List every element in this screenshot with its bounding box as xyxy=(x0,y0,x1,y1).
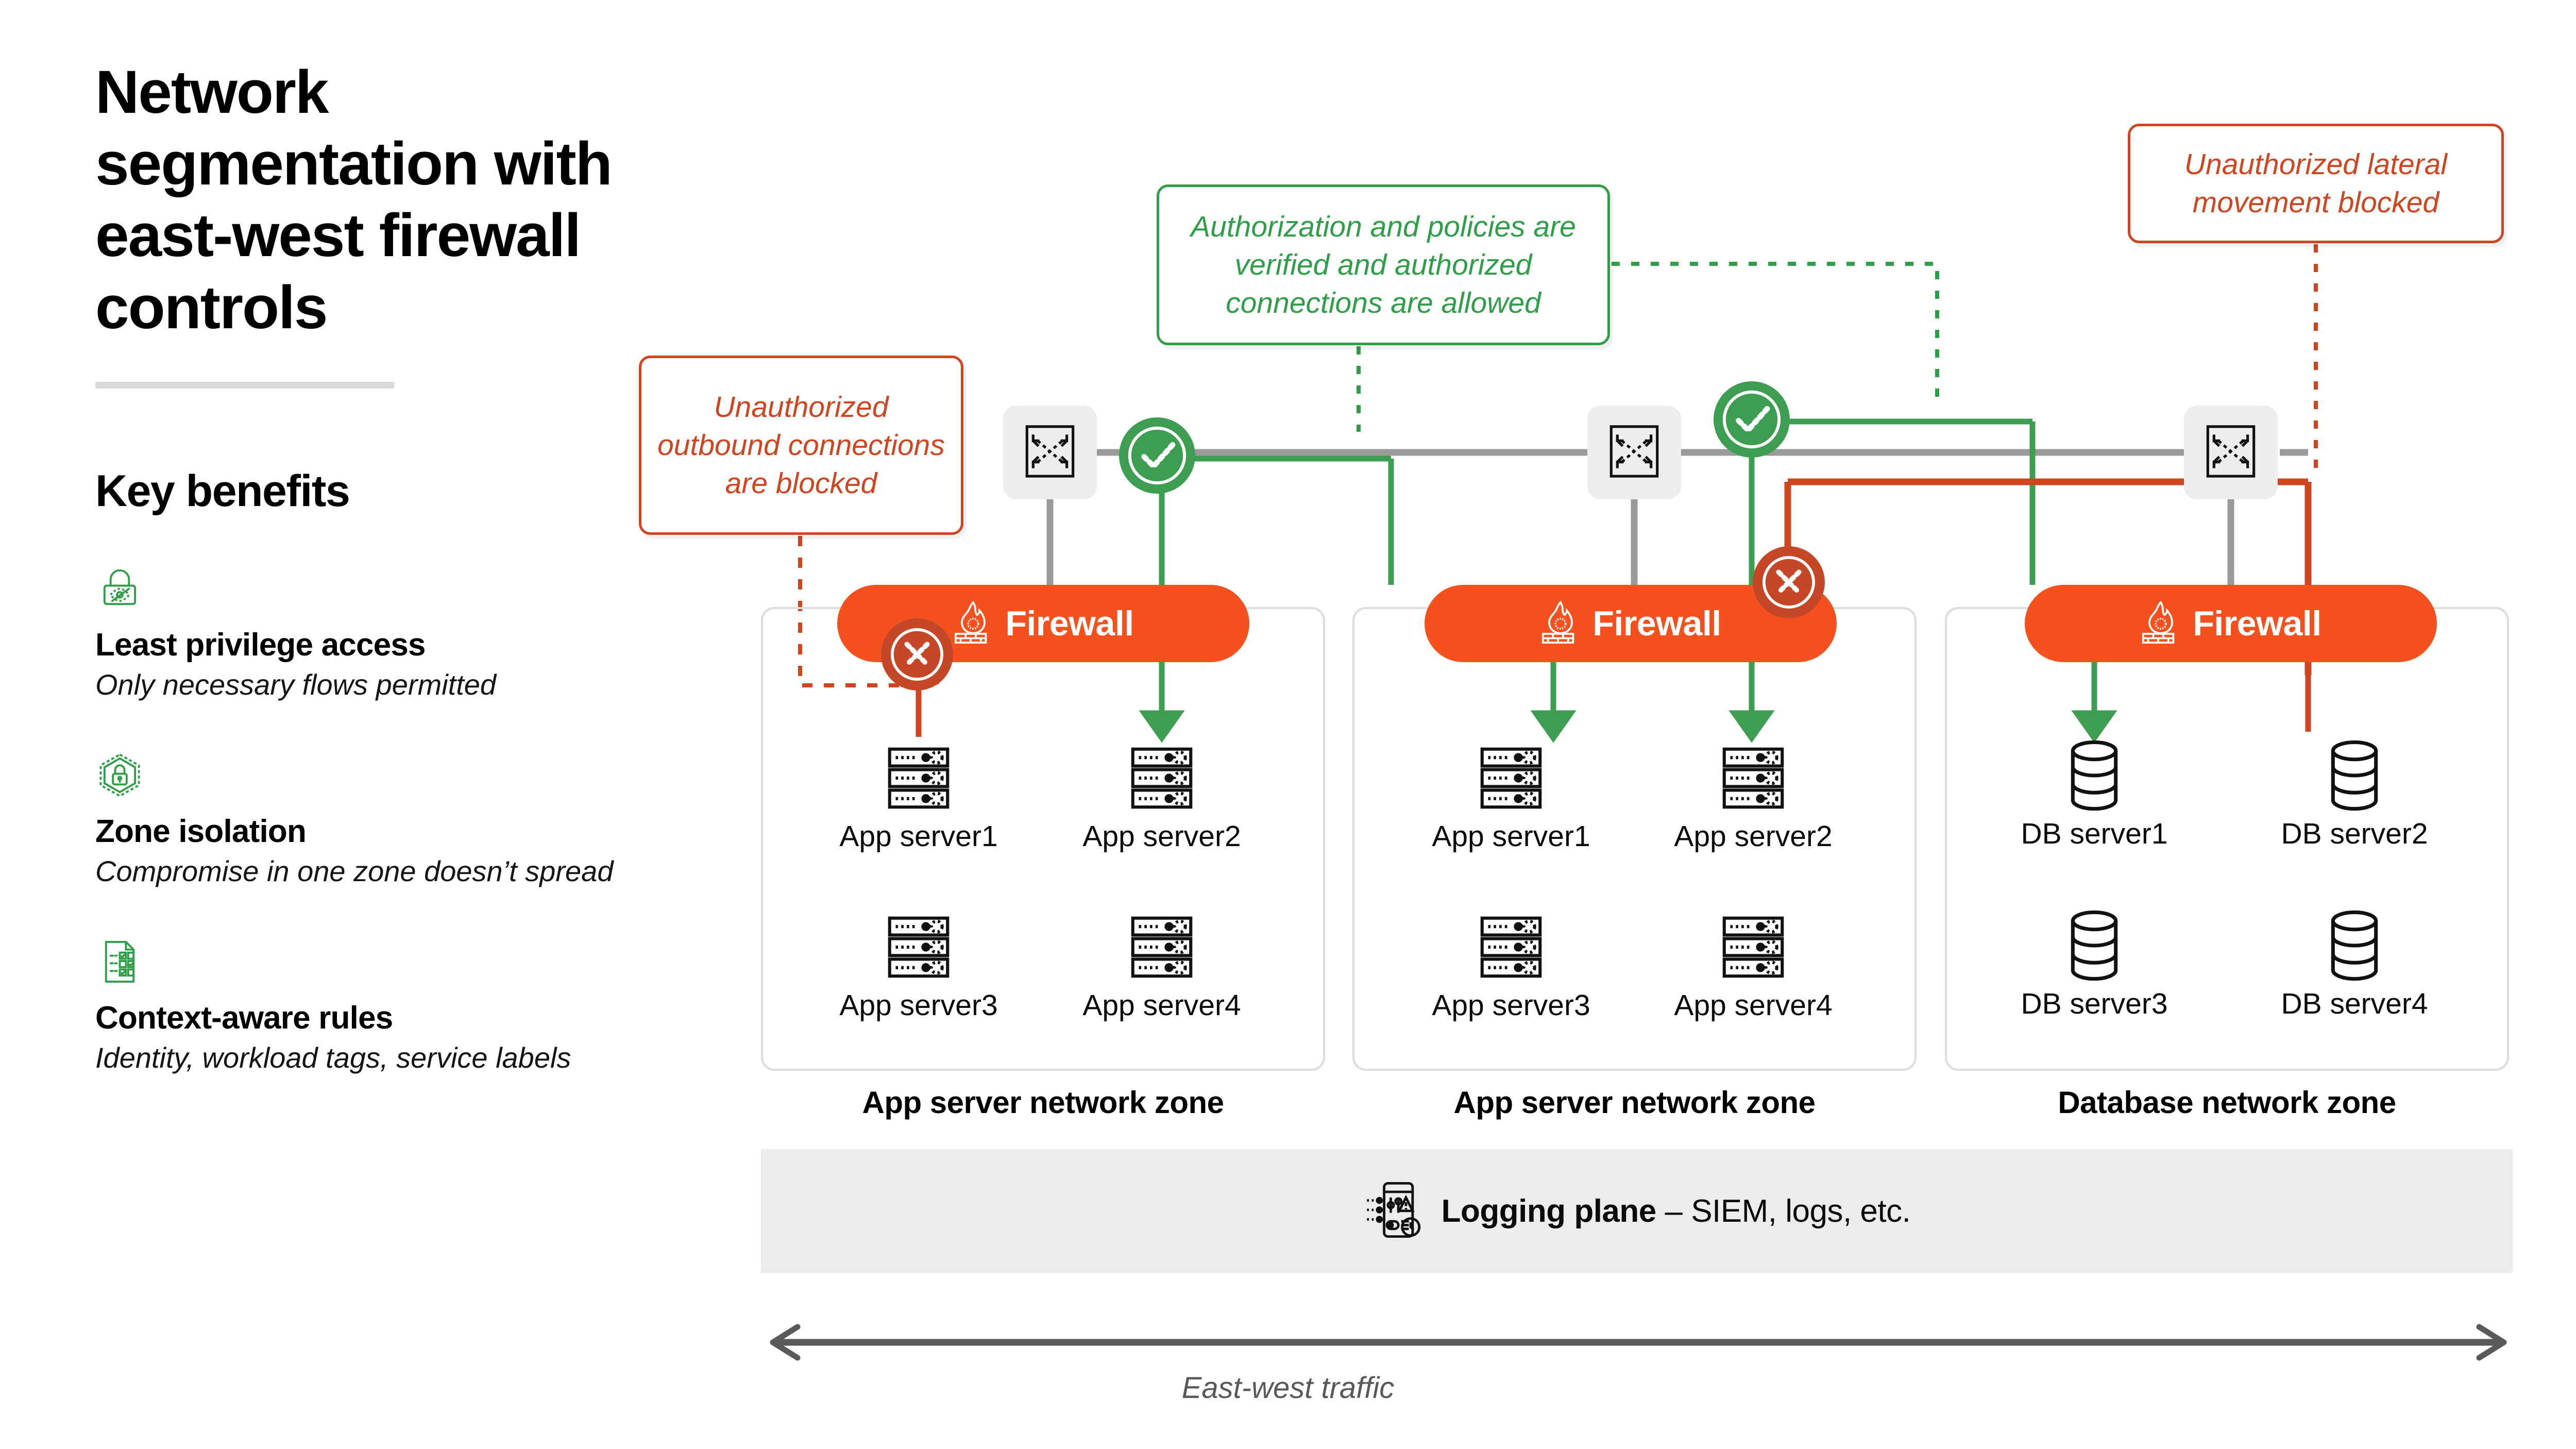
node-label: App server4 xyxy=(1674,989,1833,1022)
firewall-label: Firewall xyxy=(1005,604,1134,643)
status-badge-blocked-2 xyxy=(1753,546,1825,618)
benefit-description: Identity, workload tags, service labels xyxy=(95,1041,571,1074)
callout-authorization-allowed: Authorization and policies are verified … xyxy=(1157,184,1610,345)
benefit-title: Context-aware rules xyxy=(95,1000,393,1036)
callout-lateral-movement-blocked: Unauthorized lateral movement blocked xyxy=(2128,124,2504,243)
node-app-server4-zone1[interactable]: App server4 xyxy=(1077,908,1247,1022)
logging-plane-title: Logging plane xyxy=(1441,1193,1657,1229)
node-label: App server1 xyxy=(1432,820,1590,853)
node-label: App server1 xyxy=(839,820,998,853)
node-db-server3[interactable]: DB server3 xyxy=(2009,907,2179,1021)
firewall-pill-3[interactable]: Firewall xyxy=(2025,585,2437,662)
benefits-heading: Key benefits xyxy=(95,466,350,516)
network-switch-icon xyxy=(1022,423,1078,482)
server-stack-icon xyxy=(834,908,1004,988)
firewall-label: Firewall xyxy=(2193,604,2321,643)
server-stack-icon xyxy=(1426,908,1596,988)
checklist-document-icon xyxy=(95,937,144,986)
network-switch-icon xyxy=(2202,423,2259,482)
database-cylinder-icon xyxy=(2269,907,2439,987)
node-label: App server4 xyxy=(1082,989,1241,1022)
node-label: App server2 xyxy=(1082,820,1241,853)
hexagon-lock-icon xyxy=(95,751,144,800)
database-cylinder-icon xyxy=(2009,737,2179,817)
zone-label-app-1: App server network zone xyxy=(862,1085,1224,1120)
firewall-flame-icon xyxy=(953,600,994,648)
node-app-server1-zone1[interactable]: App server1 xyxy=(834,739,1004,853)
server-stack-icon xyxy=(1077,908,1247,988)
benefit-title: Least privilege access xyxy=(95,627,426,663)
status-badge-allowed-2 xyxy=(1714,381,1790,458)
status-badge-allowed-1 xyxy=(1119,417,1195,494)
left-info-panel: Network segmentation with east-west fire… xyxy=(95,57,688,1076)
benefit-item-least-privilege: Least privilege access Only necessary fl… xyxy=(95,564,688,703)
node-db-server4[interactable]: DB server4 xyxy=(2269,907,2439,1021)
router-switch-3[interactable] xyxy=(2184,406,2278,499)
benefit-title: Zone isolation xyxy=(95,813,307,849)
callout-text: Unauthorized lateral movement blocked xyxy=(2184,147,2448,219)
benefit-description: Only necessary flows permitted xyxy=(95,668,497,701)
callout-text: Unauthorized outbound connections are bl… xyxy=(657,390,945,500)
east-west-arrow xyxy=(770,1324,2507,1361)
node-label: App server3 xyxy=(839,989,998,1022)
page-title: Network segmentation with east-west fire… xyxy=(95,58,613,342)
zone-label-app-2: App server network zone xyxy=(1453,1085,1816,1120)
node-label: App server3 xyxy=(1432,989,1590,1022)
node-label: DB server2 xyxy=(2281,817,2428,850)
node-app-server3-zone2[interactable]: App server3 xyxy=(1426,908,1596,1022)
node-label: DB server3 xyxy=(2021,987,2168,1020)
node-app-server2-zone2[interactable]: App server2 xyxy=(1668,739,1838,853)
benefit-description: Compromise in one zone doesn’t spread xyxy=(95,855,614,888)
firewall-label: Firewall xyxy=(1592,604,1721,643)
node-app-server1-zone2[interactable]: App server1 xyxy=(1426,739,1596,853)
zone-label-db: Database network zone xyxy=(2058,1085,2396,1120)
node-label: App server2 xyxy=(1674,820,1833,853)
firewall-flame-icon xyxy=(1540,600,1581,648)
status-badge-blocked-1 xyxy=(881,618,953,690)
server-stack-icon xyxy=(1077,739,1247,819)
logging-monitor-icon xyxy=(1363,1180,1424,1243)
title-divider xyxy=(95,381,394,389)
database-cylinder-icon xyxy=(2009,907,2179,987)
node-app-server4-zone2[interactable]: App server4 xyxy=(1668,908,1838,1022)
server-stack-icon xyxy=(1668,739,1838,819)
server-stack-icon xyxy=(1668,908,1838,988)
node-db-server2[interactable]: DB server2 xyxy=(2269,737,2439,851)
node-label: DB server4 xyxy=(2281,987,2428,1020)
benefit-item-context-aware: Context-aware rules Identity, workload t… xyxy=(95,937,688,1076)
network-switch-icon xyxy=(1606,423,1663,482)
node-app-server3-zone1[interactable]: App server3 xyxy=(834,908,1004,1022)
logging-plane-subtitle: – SIEM, logs, etc. xyxy=(1656,1193,1911,1229)
node-label: DB server1 xyxy=(2021,817,2168,850)
east-west-traffic-label: East-west traffic xyxy=(1181,1371,1395,1405)
callout-text: Authorization and policies are verified … xyxy=(1191,210,1576,320)
firewall-flame-icon xyxy=(2140,600,2181,648)
node-db-server1[interactable]: DB server1 xyxy=(2009,737,2179,851)
logging-plane-text: Logging plane – SIEM, logs, etc. xyxy=(1442,1193,1911,1229)
lock-eye-icon xyxy=(95,564,144,613)
callout-unauthorized-outbound: Unauthorized outbound connections are bl… xyxy=(639,356,963,535)
database-cylinder-icon xyxy=(2269,737,2439,817)
benefit-item-zone-isolation: Zone isolation Compromise in one zone do… xyxy=(95,751,688,890)
router-switch-1[interactable] xyxy=(1003,406,1097,499)
router-switch-2[interactable] xyxy=(1587,406,1681,499)
logging-plane-bar: Logging plane – SIEM, logs, etc. xyxy=(761,1149,2513,1273)
node-app-server2-zone1[interactable]: App server2 xyxy=(1077,739,1247,853)
server-stack-icon xyxy=(834,739,1004,819)
server-stack-icon xyxy=(1426,739,1596,819)
